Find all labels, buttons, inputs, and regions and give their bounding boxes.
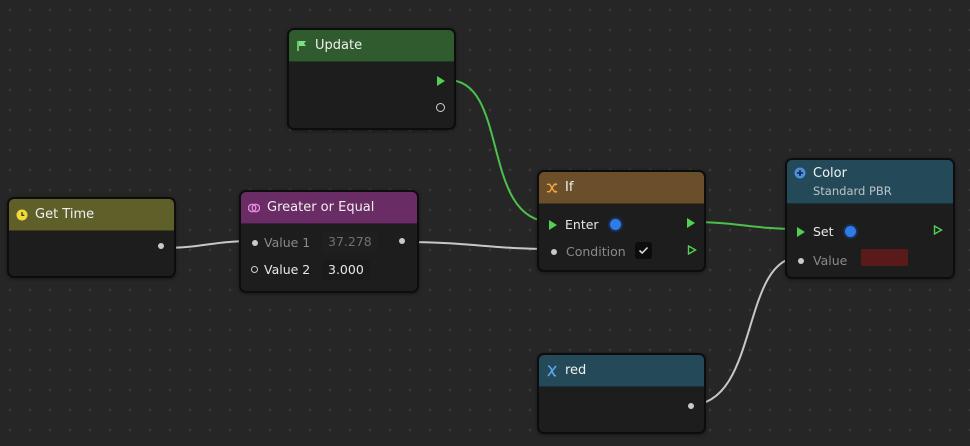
compare-icon (248, 202, 260, 214)
data-wire-red-to-color (689, 256, 801, 406)
value1-input-row[interactable]: Value 1 (252, 235, 310, 250)
value2-input-row[interactable]: Value 2 (251, 262, 310, 277)
output-port-icon[interactable] (688, 403, 694, 409)
output-port-icon[interactable] (158, 243, 164, 249)
flow-input-arrow-icon[interactable] (797, 226, 805, 237)
enter-input-row[interactable]: Enter (549, 217, 621, 232)
get-time-node-header[interactable]: Get Time (9, 199, 174, 231)
greater-or-equal-node-header[interactable]: Greater or Equal (241, 192, 417, 224)
if-node-title: If (565, 180, 574, 195)
color-node[interactable]: Color Standard PBR Set Value (785, 158, 955, 279)
if-node-header[interactable]: If (539, 172, 704, 204)
output-port-icon[interactable] (399, 238, 405, 244)
connected-input-port-icon[interactable] (798, 257, 804, 264)
empty-input-port-icon[interactable] (251, 266, 258, 273)
value1-label: Value 1 (264, 235, 311, 250)
red-variable-node-header[interactable]: red (539, 355, 704, 387)
color-value-swatch[interactable] (861, 249, 908, 266)
greater-or-equal-node[interactable]: Greater or Equal Value 1 37.278 Value 2 … (239, 190, 419, 293)
if-flow-output[interactable] (687, 218, 695, 228)
condition-label: Condition (566, 244, 626, 259)
value1-field: 37.278 (322, 232, 378, 252)
data-wire-compare-to-if (401, 241, 554, 250)
flow-output-outline-icon[interactable] (687, 245, 697, 255)
flow-output-outline-icon[interactable] (933, 225, 943, 235)
red-variable-node[interactable]: red (537, 353, 706, 434)
enter-connected-indicator-icon (609, 219, 621, 230)
set-input-row[interactable]: Set (797, 224, 856, 239)
if-node[interactable]: If Enter Condition (537, 170, 706, 272)
condition-input-row[interactable]: Condition (551, 244, 626, 259)
update-node-title: Update (315, 38, 363, 53)
enter-label: Enter (565, 217, 599, 232)
check-icon (638, 246, 649, 255)
set-connected-indicator-icon (844, 226, 856, 237)
red-variable-node-title: red (565, 363, 587, 378)
get-time-node[interactable]: Get Time (7, 197, 176, 278)
greater-or-equal-output[interactable] (399, 238, 405, 244)
get-time-output[interactable] (158, 243, 164, 249)
greater-or-equal-node-title: Greater or Equal (267, 200, 375, 215)
update-flow-output[interactable] (437, 76, 445, 86)
set-label: Set (813, 224, 834, 239)
flag-icon (296, 40, 308, 52)
connected-input-port-icon[interactable] (252, 239, 258, 246)
clock-icon (16, 209, 28, 221)
update-node-header[interactable]: Update (289, 30, 454, 62)
flow-wire-if-to-color (689, 221, 801, 230)
if-else-output[interactable] (687, 245, 697, 255)
condition-checkbox[interactable] (635, 242, 652, 259)
flow-input-arrow-icon[interactable] (549, 219, 557, 230)
get-time-node-title: Get Time (35, 207, 95, 222)
branch-icon (546, 182, 558, 194)
flow-output-arrow-icon[interactable] (437, 76, 445, 86)
color-node-subtitle: Standard PBR (813, 183, 892, 198)
connected-input-port-icon[interactable] (551, 248, 557, 255)
color-flow-output[interactable] (933, 225, 943, 235)
color-node-header[interactable]: Color Standard PBR (787, 160, 953, 204)
plus-circle-icon (794, 167, 806, 179)
variable-icon (546, 364, 558, 377)
update-node[interactable]: Update (287, 28, 456, 130)
value-label: Value (813, 253, 848, 268)
update-data-output[interactable] (436, 103, 445, 112)
empty-port-icon[interactable] (436, 103, 445, 112)
value2-field[interactable]: 3.000 (322, 260, 370, 280)
flow-output-arrow-icon[interactable] (687, 218, 695, 228)
value-input-row[interactable]: Value (798, 253, 847, 268)
red-variable-output[interactable] (688, 403, 694, 409)
value2-label: Value 2 (264, 262, 311, 277)
color-node-title: Color (813, 165, 847, 181)
